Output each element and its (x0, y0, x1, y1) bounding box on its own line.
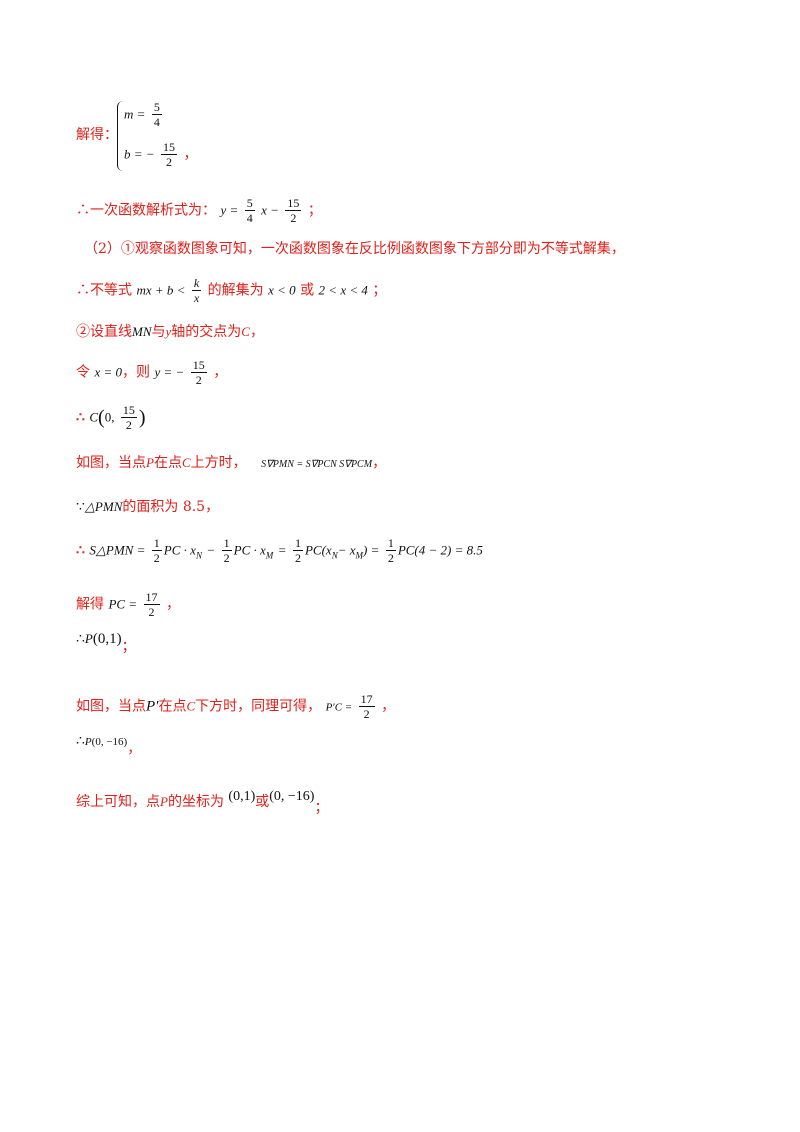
point-p-below: ∴P(0, −16)， (76, 733, 142, 757)
point-p-above: ∴P(0,1)； (76, 631, 136, 655)
system-brace (117, 101, 126, 171)
intersection-statement: ②设直线MN与y轴的交点为C， (76, 324, 264, 340)
part2-intro: （2）①观察函数图象可知，一次函数图象在反比例函数图象下方部分即为不等式解集， (84, 241, 625, 257)
solution-label: 解得： (76, 127, 118, 143)
case-above: 如图，当点P在点C上方时， S∇PMN = S∇PCN S∇PCM， (76, 455, 387, 471)
area-given: ∵△PMN的面积为 8.5， (76, 499, 220, 515)
final-conclusion: 综上可知，点P的坐标为 (0,1)或(0, −16)； (76, 789, 329, 816)
